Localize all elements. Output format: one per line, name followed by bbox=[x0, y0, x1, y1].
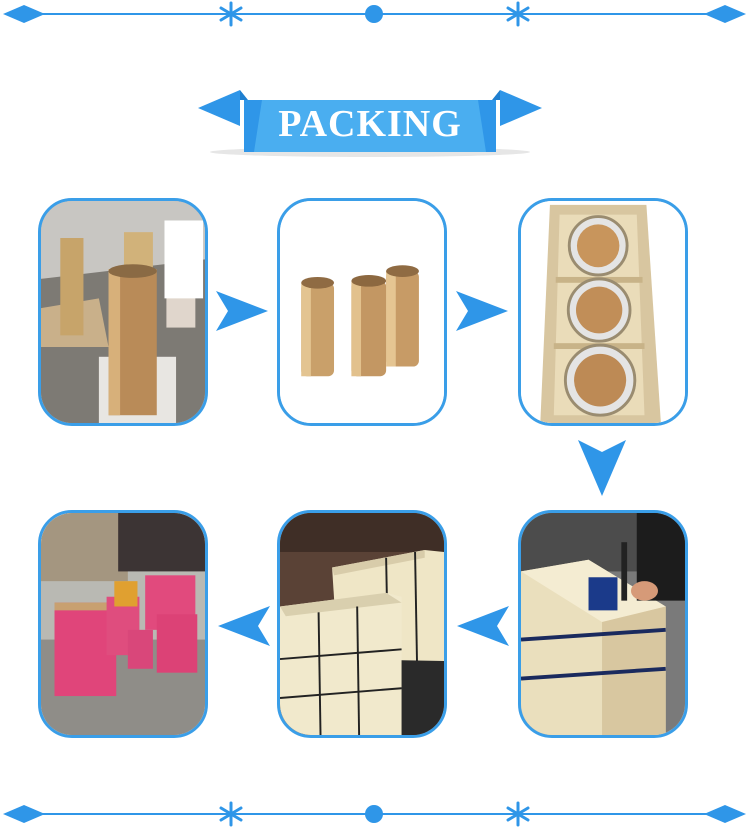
asterisk-icon bbox=[506, 801, 530, 827]
arrow-right-icon bbox=[456, 291, 508, 331]
strapping-crate-photo bbox=[518, 510, 688, 738]
ribbon-shape bbox=[198, 90, 542, 157]
bottom-decoration bbox=[3, 801, 746, 827]
arrow-right-icon bbox=[216, 291, 268, 331]
bushings-in-wooden-crate-photo bbox=[518, 198, 688, 426]
bronze-bushings-wrapped-photo bbox=[38, 198, 208, 426]
asterisk-icon bbox=[219, 1, 243, 27]
top-decoration bbox=[3, 1, 746, 27]
three-bushings-photo bbox=[277, 198, 447, 426]
diamond-icon bbox=[3, 5, 45, 23]
arrow-left-icon bbox=[218, 606, 270, 646]
asterisk-icon bbox=[506, 1, 530, 27]
arrow-left-icon bbox=[457, 606, 509, 646]
circle-icon bbox=[365, 5, 383, 23]
stacked-wooden-crates-photo bbox=[277, 510, 447, 738]
arrow-down-icon bbox=[578, 440, 626, 496]
red-crates-loading-truck-photo bbox=[38, 510, 208, 738]
diamond-icon bbox=[704, 805, 746, 823]
diamond-icon bbox=[704, 5, 746, 23]
diamond-icon bbox=[3, 805, 45, 823]
page-title: PACKING bbox=[278, 103, 462, 145]
circle-icon bbox=[365, 805, 383, 823]
asterisk-icon bbox=[219, 801, 243, 827]
title-banner: PACKING bbox=[198, 86, 542, 158]
